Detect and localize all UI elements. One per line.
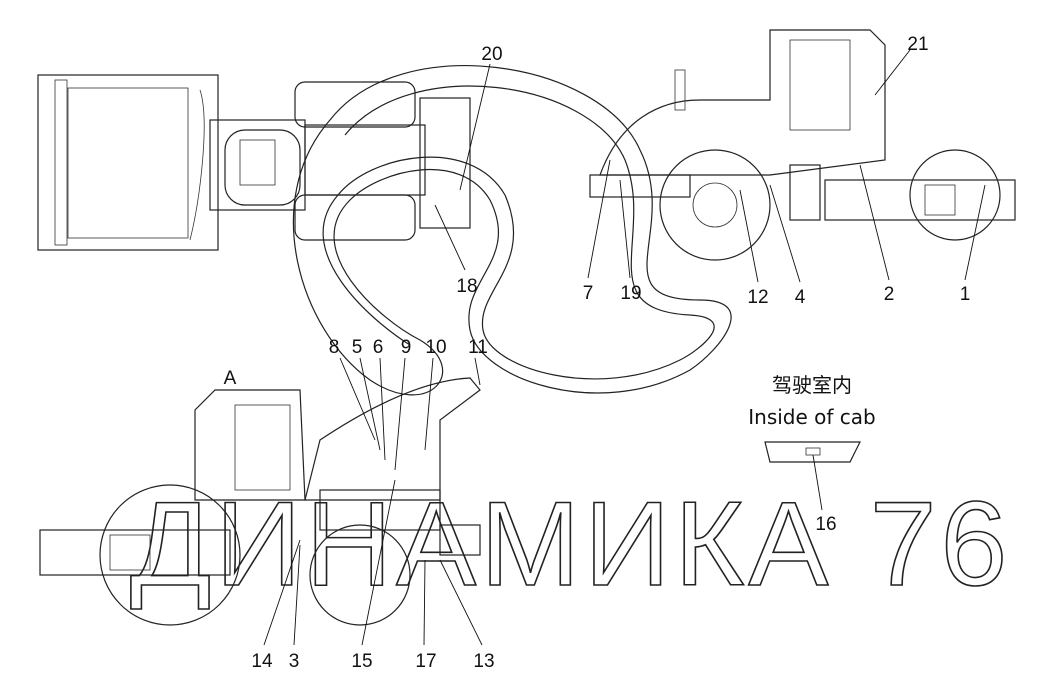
callout-A: A [224,368,237,389]
callout-8: 8 [329,337,340,358]
callout-3: 3 [289,651,300,672]
callout-16: 16 [815,514,836,535]
callout-10: 10 [425,337,446,358]
callout-4: 4 [795,287,806,308]
callout-11: 11 [468,337,488,358]
callout-6: 6 [373,337,384,358]
callout-2: 2 [884,284,895,305]
cab-inset [764,441,861,463]
leader-lines [263,49,986,646]
callout-13: 13 [473,651,494,672]
cab-caption-chinese: 驾驶室内 [772,373,852,397]
callout-14: 14 [251,651,273,672]
cab-caption-english: Inside of cab [748,405,876,429]
callout-19: 19 [620,283,641,304]
callout-12: 12 [747,287,768,308]
side-view-right-drawing [589,29,1016,261]
plan-view-drawing [37,74,471,251]
callout-5: 5 [352,337,363,358]
callout-1: 1 [960,284,971,305]
watermark-logo [292,65,732,396]
callout-9: 9 [401,337,412,358]
callout-20: 20 [481,44,502,65]
callout-15: 15 [351,651,372,672]
callout-18: 18 [456,276,477,297]
callout-17: 17 [415,651,436,672]
callout-21: 21 [907,34,928,55]
callout-7: 7 [583,283,594,304]
side-view-left-drawing [39,377,481,626]
watermark-text: ДИНАМИКА 76 [130,477,1011,611]
